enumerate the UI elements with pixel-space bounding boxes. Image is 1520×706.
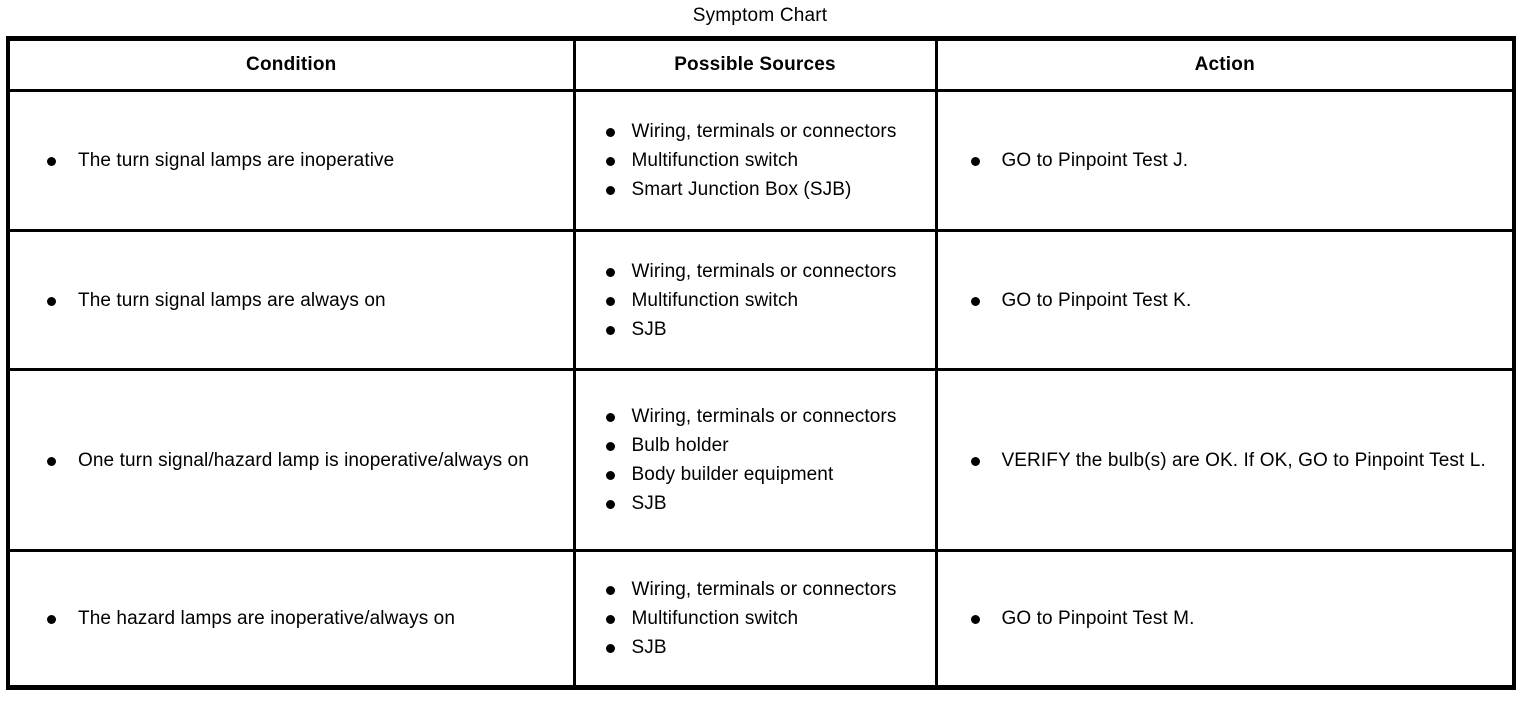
- action-list: GO to Pinpoint Test K.: [938, 286, 1513, 315]
- cell-condition: The turn signal lamps are always on: [8, 230, 576, 371]
- cell-action: GO to Pinpoint Test M.: [936, 550, 1514, 688]
- list-item: Smart Junction Box (SJB): [576, 175, 935, 204]
- column-header-action: Action: [936, 38, 1514, 92]
- list-item: SJB: [576, 633, 935, 662]
- cell-action: VERIFY the bulb(s) are OK. If OK, GO to …: [936, 369, 1514, 552]
- cell-possible-sources: Wiring, terminals or connectors Multifun…: [574, 230, 938, 371]
- table-body: The turn signal lamps are inoperative Wi…: [8, 90, 1514, 688]
- list-item: Wiring, terminals or connectors: [576, 257, 935, 286]
- symptom-chart-table: Condition Possible Sources Action The tu…: [6, 36, 1516, 690]
- action-list: GO to Pinpoint Test J.: [938, 146, 1513, 175]
- list-item: Multifunction switch: [576, 146, 935, 175]
- cell-action: GO to Pinpoint Test J.: [936, 90, 1514, 232]
- column-header-possible-sources: Possible Sources: [574, 38, 938, 92]
- table-row: The turn signal lamps are always on Wiri…: [8, 230, 1514, 371]
- list-item: GO to Pinpoint Test M.: [938, 604, 1513, 633]
- table-row: The hazard lamps are inoperative/always …: [8, 550, 1514, 688]
- action-list: GO to Pinpoint Test M.: [938, 604, 1513, 633]
- header-row: Condition Possible Sources Action: [8, 38, 1514, 92]
- cell-condition: The hazard lamps are inoperative/always …: [8, 550, 576, 688]
- list-item: GO to Pinpoint Test K.: [938, 286, 1513, 315]
- list-item: SJB: [576, 315, 935, 344]
- list-item: Multifunction switch: [576, 604, 935, 633]
- cell-action: GO to Pinpoint Test K.: [936, 230, 1514, 371]
- list-item: Body builder equipment: [576, 460, 935, 489]
- cell-possible-sources: Wiring, terminals or connectors Bulb hol…: [574, 369, 938, 552]
- list-item: Wiring, terminals or connectors: [576, 575, 935, 604]
- list-item: Bulb holder: [576, 431, 935, 460]
- list-item: GO to Pinpoint Test J.: [938, 146, 1513, 175]
- table-row: The turn signal lamps are inoperative Wi…: [8, 90, 1514, 232]
- list-item: Wiring, terminals or connectors: [576, 402, 935, 431]
- column-header-condition: Condition: [8, 38, 576, 92]
- sources-list: Wiring, terminals or connectors Multifun…: [576, 111, 935, 210]
- list-item: Multifunction switch: [576, 286, 935, 315]
- cell-possible-sources: Wiring, terminals or connectors Multifun…: [574, 550, 938, 688]
- list-item: The hazard lamps are inoperative/always …: [10, 604, 573, 633]
- sources-list: Wiring, terminals or connectors Multifun…: [576, 251, 935, 350]
- sources-list: Wiring, terminals or connectors Bulb hol…: [576, 396, 935, 524]
- condition-list: The turn signal lamps are always on: [10, 286, 573, 315]
- list-item: Wiring, terminals or connectors: [576, 117, 935, 146]
- list-item: The turn signal lamps are always on: [10, 286, 573, 315]
- condition-list: The hazard lamps are inoperative/always …: [10, 604, 573, 633]
- action-list: VERIFY the bulb(s) are OK. If OK, GO to …: [938, 446, 1513, 475]
- sources-list: Wiring, terminals or connectors Multifun…: [576, 569, 935, 668]
- cell-condition: One turn signal/hazard lamp is inoperati…: [8, 369, 576, 552]
- condition-list: The turn signal lamps are inoperative: [10, 146, 573, 175]
- cell-possible-sources: Wiring, terminals or connectors Multifun…: [574, 90, 938, 232]
- table-row: One turn signal/hazard lamp is inoperati…: [8, 369, 1514, 552]
- table-header: Condition Possible Sources Action: [8, 38, 1514, 92]
- list-item: SJB: [576, 489, 935, 518]
- cell-condition: The turn signal lamps are inoperative: [8, 90, 576, 232]
- list-item: VERIFY the bulb(s) are OK. If OK, GO to …: [938, 446, 1513, 475]
- page-title: Symptom Chart: [692, 5, 828, 26]
- list-item: One turn signal/hazard lamp is inoperati…: [10, 446, 573, 475]
- condition-list: One turn signal/hazard lamp is inoperati…: [10, 446, 573, 475]
- list-item: The turn signal lamps are inoperative: [10, 146, 573, 175]
